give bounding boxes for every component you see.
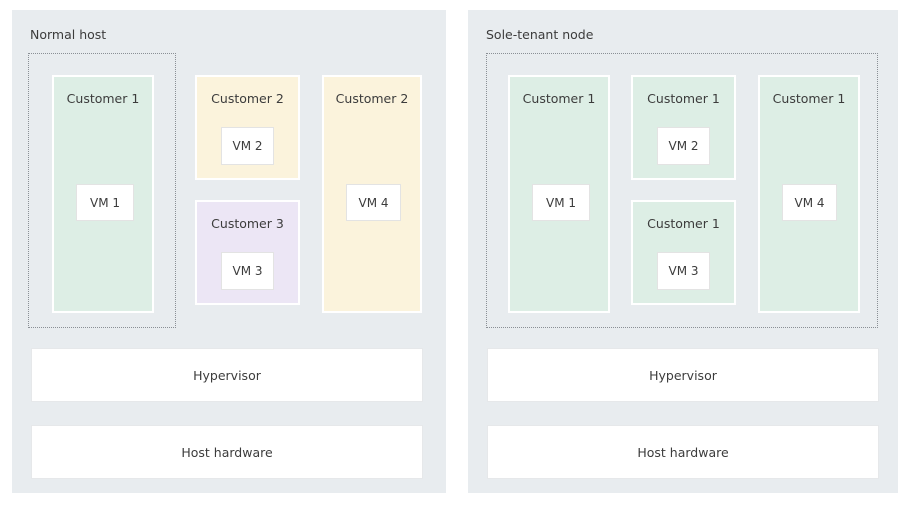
tenant-boundary-dotted-right [486,53,878,328]
tenant-label: Customer 1 [647,216,720,231]
tenant-label: Customer 1 [772,91,846,106]
panel-title-normal-host: Normal host [30,27,107,42]
tenant-label: Customer 2 [335,91,409,106]
tenant-box-customer-2-upper[interactable]: Customer 2 VM 2 [195,75,300,180]
tenant-box-customer-1[interactable]: Customer 1 VM 1 [52,75,154,313]
tenant-box-customer-1-middle-lower[interactable]: Customer 1 VM 3 [631,200,736,305]
tenant-label: Customer 3 [211,216,284,231]
vm-box-vm-4[interactable]: VM 4 [346,184,401,221]
vm-box-vm-2[interactable]: VM 2 [221,127,274,165]
tenant-label: Customer 2 [211,91,284,106]
tenant-box-customer-1-middle-upper[interactable]: Customer 1 VM 2 [631,75,736,180]
tenant-boundary-dotted-left [28,53,176,328]
tenant-label: Customer 1 [647,91,720,106]
tenant-box-customer-1-left[interactable]: Customer 1 VM 1 [508,75,610,313]
vm-box-vm-1[interactable]: VM 1 [532,184,590,221]
stack-row-host-hardware[interactable]: Host hardware [31,425,423,479]
vm-box-vm-3[interactable]: VM 3 [221,252,274,290]
panel-normal-host: Normal host Customer 1 VM 1 Customer 2 V… [12,10,446,493]
stack-row-hypervisor[interactable]: Hypervisor [487,348,879,402]
tenant-box-customer-1-right[interactable]: Customer 1 VM 4 [758,75,860,313]
vm-box-vm-4[interactable]: VM 4 [782,184,837,221]
panel-sole-tenant-node: Sole-tenant node Customer 1 VM 1 Custome… [468,10,898,493]
vm-box-vm-2[interactable]: VM 2 [657,127,710,165]
stack-row-hypervisor[interactable]: Hypervisor [31,348,423,402]
vm-box-vm-1[interactable]: VM 1 [76,184,134,221]
tenant-label: Customer 1 [66,91,140,106]
tenant-box-customer-2-right[interactable]: Customer 2 VM 4 [322,75,422,313]
stack-row-host-hardware[interactable]: Host hardware [487,425,879,479]
panel-title-sole-tenant-node: Sole-tenant node [486,27,594,42]
tenant-box-customer-3[interactable]: Customer 3 VM 3 [195,200,300,305]
tenant-label: Customer 1 [522,91,596,106]
vm-box-vm-3[interactable]: VM 3 [657,252,710,290]
